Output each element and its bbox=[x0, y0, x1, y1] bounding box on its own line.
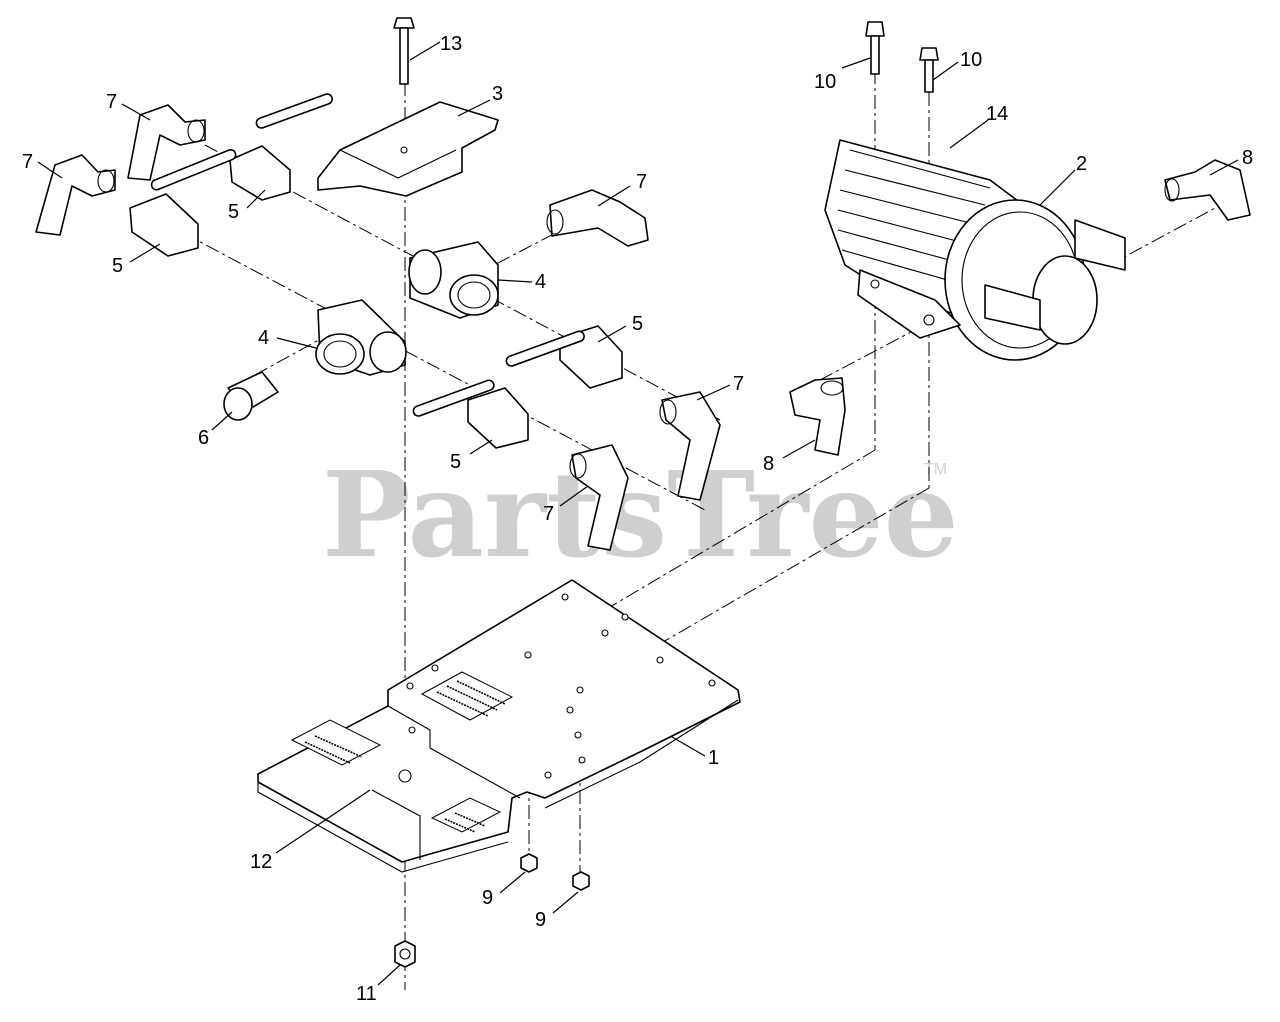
bracket bbox=[317, 101, 499, 197]
callout-5: 5 bbox=[228, 201, 239, 223]
callout-4: 4 bbox=[535, 271, 546, 293]
hose-elbow bbox=[546, 189, 649, 247]
callout-4: 4 bbox=[258, 327, 269, 349]
watermark-trademark: TM bbox=[924, 461, 947, 478]
callout-8: 8 bbox=[1242, 147, 1253, 169]
barb-elbow bbox=[789, 377, 846, 456]
hose-elbow bbox=[35, 154, 116, 236]
pump-motor bbox=[824, 139, 1126, 361]
callout-8: 8 bbox=[763, 453, 774, 475]
watermark-text: PartsTree bbox=[322, 445, 959, 584]
callout-2: 2 bbox=[1076, 153, 1087, 175]
callout-3: 3 bbox=[492, 83, 503, 105]
hose-elbow bbox=[127, 104, 206, 181]
callout-leaders bbox=[37, 41, 1239, 986]
lock-nut bbox=[520, 853, 538, 873]
ball-valve bbox=[129, 148, 237, 257]
barb-elbow bbox=[1164, 159, 1251, 221]
callout-11: 11 bbox=[356, 983, 377, 1005]
callout-9: 9 bbox=[535, 909, 546, 931]
decal-labels bbox=[290, 671, 514, 833]
tee-fitting bbox=[408, 241, 499, 319]
callout-7: 7 bbox=[733, 373, 744, 395]
callout-12: 13 bbox=[440, 33, 462, 55]
callout-7: 7 bbox=[543, 503, 554, 525]
ball-valve bbox=[412, 379, 529, 449]
watermark: PartsTree TM bbox=[322, 445, 959, 584]
callout-13: 12 bbox=[250, 851, 272, 873]
callout-7: 7 bbox=[106, 91, 117, 113]
callout-10: 10 bbox=[960, 49, 982, 71]
motor-bolt bbox=[919, 47, 939, 93]
pipe-nipple bbox=[223, 371, 279, 421]
lock-nut bbox=[572, 871, 590, 891]
callout-1: 1 bbox=[708, 747, 719, 769]
callout-7: 7 bbox=[636, 171, 647, 193]
ball-valve bbox=[505, 325, 623, 389]
callout-7: 7 bbox=[22, 151, 33, 173]
callout-5: 5 bbox=[450, 451, 461, 473]
tee-fitting bbox=[315, 299, 407, 376]
callout-5: 5 bbox=[112, 255, 123, 277]
callout-6: 6 bbox=[198, 427, 209, 449]
hose-elbow bbox=[569, 444, 629, 551]
mounting-plate bbox=[257, 579, 741, 873]
callout-14: 14 bbox=[986, 103, 1008, 125]
motor-bolt bbox=[865, 21, 885, 75]
callout-labels: 13 3 7 7 5 5 7 4 4 5 7 6 5 7 8 10 10 14 … bbox=[22, 33, 1253, 1005]
callout-5: 5 bbox=[632, 313, 643, 335]
callout-10: 10 bbox=[814, 71, 836, 93]
ball-valve bbox=[229, 93, 333, 201]
lock-nut bbox=[394, 940, 416, 968]
bolt bbox=[393, 17, 415, 85]
callout-9: 9 bbox=[482, 887, 493, 909]
